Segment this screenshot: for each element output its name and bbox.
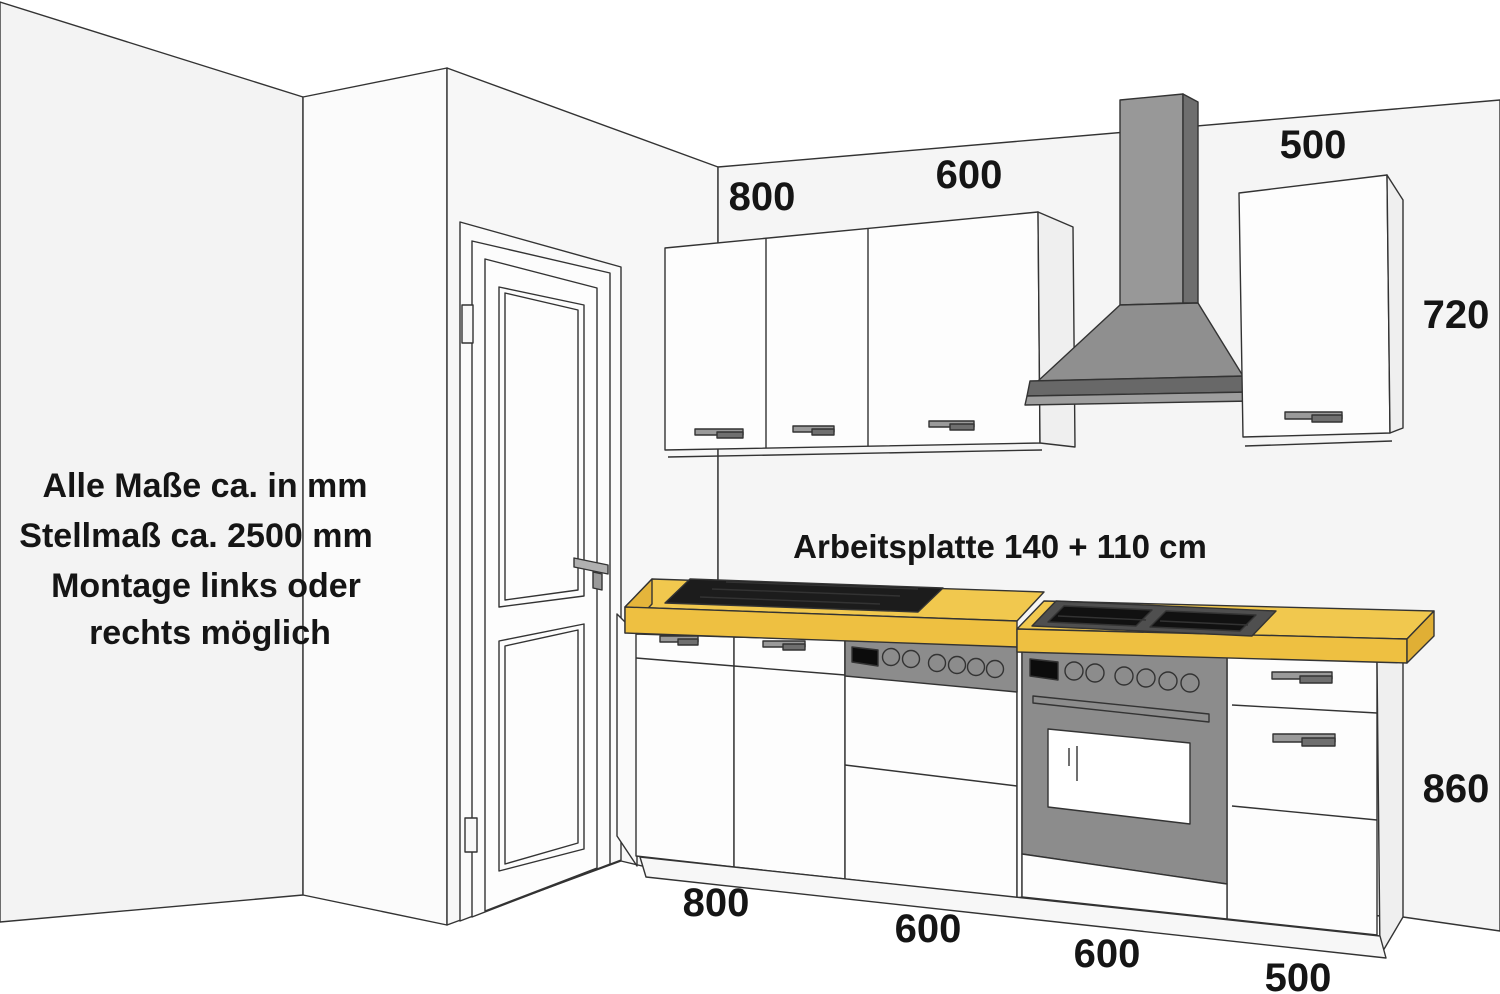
base-cabinet-run: [616, 613, 1404, 959]
range-knob: [1136, 668, 1156, 688]
note-line-3: Montage links oder: [51, 567, 361, 605]
base-left-side-panel: [616, 613, 638, 867]
base-5-door-line: [1231, 805, 1378, 821]
range-knob: [1114, 666, 1134, 686]
wall-cabinet-side-panel: [1037, 211, 1076, 448]
base-3-front-line: [844, 764, 1018, 787]
oven-knob: [985, 659, 1005, 679]
base-5-handle-1: [1271, 671, 1333, 684]
cooktop-right-grate-2: [1149, 610, 1257, 632]
door-hinge-bottom: [464, 817, 478, 853]
base-2-drawer-line: [733, 665, 846, 676]
hood-chimney-side: [1182, 93, 1199, 304]
wall-cabinet-right-side: [1386, 174, 1404, 434]
range-knob: [1158, 671, 1178, 691]
oven-knob: [881, 647, 901, 667]
worktop-b-right-end: [1406, 610, 1435, 664]
range-display: [1029, 658, 1059, 681]
base-cabinet-1-front: [635, 633, 735, 868]
range-knob: [1180, 673, 1200, 693]
cooktop-left-detail: [725, 581, 919, 590]
dim-bottom-500: 500: [1265, 956, 1332, 994]
dim-bottom-600b: 600: [1074, 932, 1141, 976]
wall-cabinet-handle-1: [694, 428, 744, 439]
cooktop-left: [664, 578, 944, 613]
base-handle-1: [659, 635, 699, 646]
wall-cabinet-handle-2: [792, 425, 835, 436]
door-hinge-top: [461, 304, 474, 344]
dim-bottom-600a: 600: [895, 907, 962, 951]
oven-panel-left-display: [851, 646, 879, 667]
wall-cabinet-right: [1238, 174, 1404, 447]
cooktop-right-grate-line: [1159, 620, 1249, 626]
worktop: [624, 578, 1435, 664]
base-5-drawer-line: [1231, 704, 1378, 714]
hood-chimney-front: [1119, 93, 1184, 306]
worktop-label: Arbeitsplatte 140 + 110 cm: [793, 528, 1207, 565]
built-under-oven-panel: [844, 639, 1018, 693]
base-gap-filler: [1016, 645, 1023, 899]
base-handle-2: [762, 640, 806, 651]
wall-cabinet-right-bottom-lip: [1244, 440, 1393, 447]
cooktop-right: [1031, 600, 1277, 637]
note-line-4: rechts möglich: [89, 614, 331, 652]
base-cabinet-5-front: [1226, 656, 1378, 936]
door-panel-upper-inner: [504, 292, 579, 601]
dim-top-500: 500: [1280, 123, 1347, 167]
oven-door-window: [1047, 728, 1191, 825]
range-knob: [1085, 663, 1105, 683]
dim-height-720: 720: [1423, 293, 1490, 337]
cooktop-right-grate-line: [1057, 615, 1147, 621]
door-panel-lower-inner: [504, 629, 579, 865]
oven-knob: [901, 649, 921, 669]
oven-door-handle: [1032, 695, 1210, 723]
base-plinth-strip: [639, 856, 1387, 959]
range-knob: [1064, 661, 1084, 681]
range-oven: [1021, 650, 1228, 920]
wall-cabinet-front: [664, 211, 1041, 451]
base-5-handle-2: [1272, 733, 1336, 747]
cooktop-left-detail: [711, 588, 901, 597]
wall-cabinet-group: [664, 211, 1076, 458]
dim-bottom-800: 800: [683, 881, 750, 925]
cooktop-left-detail: [699, 596, 881, 605]
dim-top-800: 800: [729, 175, 796, 219]
wall-cabinet-bottom-lip: [667, 449, 1043, 458]
door-handle: [573, 557, 609, 575]
door-handle-stem: [592, 571, 603, 591]
extractor-hood: [1024, 93, 1254, 406]
oven-knob: [927, 653, 947, 673]
cooktop-right-grate-1: [1047, 605, 1153, 627]
oven-knob: [947, 655, 967, 675]
wall-cabinet-handle-3: [928, 420, 975, 431]
door: [459, 221, 622, 922]
base-1-drawer-line: [635, 657, 735, 667]
wall-cabinet-right-handle: [1284, 411, 1343, 423]
wall-cabinet-right-front: [1238, 174, 1391, 438]
note-line-2: Stellmaß ca. 2500 mm: [19, 517, 372, 555]
base-right-side-panel: [1376, 647, 1404, 957]
oven-knob: [966, 657, 986, 677]
dim-height-860: 860: [1423, 767, 1490, 811]
dim-top-600: 600: [936, 153, 1003, 197]
note-line-1: Alle Maße ca. in mm: [43, 467, 368, 505]
wall-left-front: [0, 1, 304, 923]
range-plinth-white: [1021, 853, 1228, 920]
annotation-labels: Alle Maße ca. in mm Stellmaß ca. 2500 mm…: [19, 123, 1489, 994]
